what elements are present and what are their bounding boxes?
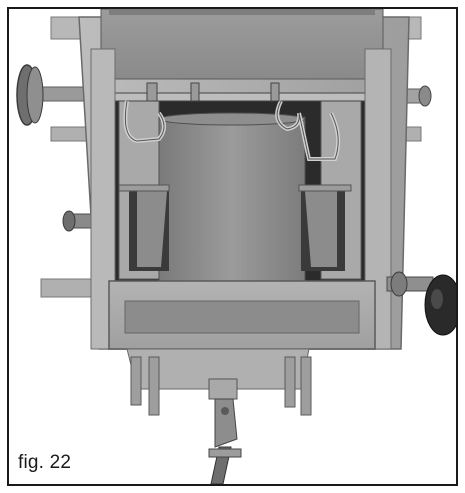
- figure-frame: fig. 22: [7, 7, 458, 486]
- figure-caption: fig. 22: [15, 452, 75, 474]
- mechanism-photo: [16, 9, 456, 484]
